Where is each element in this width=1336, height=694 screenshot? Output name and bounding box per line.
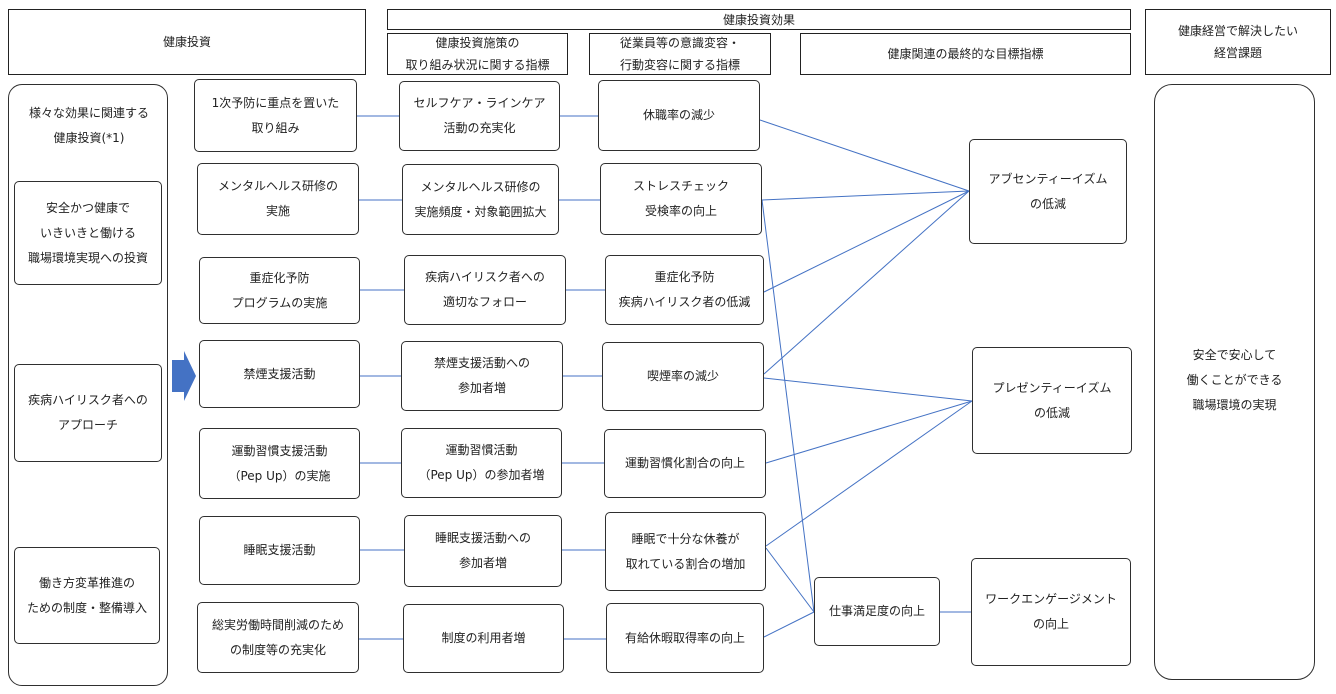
measure-box: 制度の利用者増 (403, 604, 564, 673)
initiative-label: 総実労働時間削減のため の制度等の充実化 (211, 617, 344, 657)
measure-label: 疾病ハイリスク者への 適切なフォロー (425, 270, 545, 309)
header-issues-text: 健康経営で解決したい 経営課題 (1177, 24, 1298, 60)
issue-box: 安全で安心して 働くことができる 職場環境の実現 (1154, 300, 1315, 460)
connector (765, 400, 973, 464)
investment-item: 安全かつ健康で いきいきと働ける 職場環境実現への投資 (14, 181, 162, 285)
connector (765, 400, 973, 547)
initiative-box: 睡眠支援活動 (199, 516, 360, 585)
goal-box: ワークエンゲージメント の向上 (971, 558, 1131, 666)
goal-box: プレゼンティーイズム の低減 (972, 347, 1132, 454)
behavior-box: 重症化予防 疾病ハイリスク者の低減 (605, 255, 764, 325)
issue-text: 安全で安心して 働くことができる 職場環境の実現 (1186, 347, 1283, 412)
behavior-label: 喫煙率の減少 (646, 369, 719, 383)
initiative-box: 重症化予防 プログラムの実施 (199, 257, 360, 324)
job-satisfaction-box: 仕事満足度の向上 (814, 577, 940, 646)
header-effect-text: 健康投資効果 (722, 12, 795, 27)
measure-box: 禁煙支援活動への 参加者増 (401, 341, 563, 411)
header-issues: 健康経営で解決したい 経営課題 (1145, 9, 1331, 75)
behavior-box: ストレスチェック 受検率の向上 (600, 163, 762, 235)
header-final-goal-text: 健康関連の最終的な目標指標 (887, 47, 1044, 61)
issue-column (1154, 84, 1315, 680)
connector (765, 547, 815, 613)
measure-box: 睡眠支援活動への 参加者増 (404, 515, 562, 587)
measure-label: セルフケア・ラインケア 活動の充実化 (413, 96, 546, 135)
measure-box: 運動習慣活動 （Pep Up）の参加者増 (401, 428, 562, 498)
header-measures: 健康投資施策の 取り組み状況に関する指標 (387, 33, 568, 75)
goal-label: アブセンティーイズム の低減 (988, 171, 1108, 211)
connector (759, 119, 970, 192)
investment-label: 安全かつ健康で いきいきと働ける 職場環境実現への投資 (27, 200, 148, 265)
job-satisfaction-label: 仕事満足度の向上 (828, 604, 925, 618)
initiative-label: 睡眠支援活動 (243, 543, 316, 557)
connectors (357, 115, 973, 640)
investment-label: 疾病ハイリスク者への アプローチ (28, 393, 148, 432)
measure-box: セルフケア・ラインケア 活動の充実化 (399, 81, 560, 151)
header-awareness: 従業員等の意識変容・ 行動変容に関する指標 (589, 33, 771, 75)
investment-item: 疾病ハイリスク者への アプローチ (14, 364, 162, 462)
measure-box: メンタルヘルス研修の 実施頻度・対象範囲拡大 (402, 164, 559, 235)
flow-arrow-icon (172, 351, 196, 401)
connector (763, 377, 973, 402)
goal-label: プレゼンティーイズム の低減 (992, 380, 1112, 420)
measure-label: 運動習慣活動 （Pep Up）の参加者増 (418, 443, 545, 482)
investment-item: 働き方変革推進の ための制度・整備導入 (14, 547, 160, 644)
behavior-label: ストレスチェック 受検率の向上 (632, 179, 729, 218)
initiative-box: 1次予防に重点を置いた 取り組み (194, 79, 357, 152)
goal-box: アブセンティーイズム の低減 (969, 139, 1127, 244)
investment-item: 様々な効果に関連する 健康投資(*1) (14, 90, 164, 162)
header-health-investment: 健康投資 (8, 9, 366, 75)
initiative-label: 重症化予防 プログラムの実施 (231, 270, 328, 310)
initiative-label: 運動習慣支援活動 （Pep Up）の実施 (228, 443, 331, 483)
behavior-box: 運動習慣化割合の向上 (604, 429, 766, 498)
connector (763, 611, 815, 638)
behavior-label: 運動習慣化割合の向上 (624, 456, 745, 470)
behavior-label: 重症化予防 疾病ハイリスク者の低減 (618, 270, 751, 309)
initiative-label: 1次予防に重点を置いた 取り組み (211, 95, 340, 135)
initiative-label: メンタルヘルス研修の 実施 (217, 179, 338, 218)
initiative-box: 総実労働時間削減のため の制度等の充実化 (197, 602, 359, 673)
behavior-box: 睡眠で十分な休養が 取れている割合の増加 (605, 512, 766, 591)
behavior-label: 休職率の減少 (642, 108, 715, 122)
initiative-box: メンタルヘルス研修の 実施 (197, 163, 359, 235)
behavior-box: 休職率の減少 (598, 80, 760, 151)
behavior-label: 睡眠で十分な休養が 取れている割合の増加 (625, 531, 746, 571)
investment-label: 様々な効果に関連する 健康投資(*1) (28, 106, 149, 145)
measure-label: 制度の利用者増 (441, 631, 526, 645)
initiative-box: 運動習慣支援活動 （Pep Up）の実施 (199, 428, 360, 499)
connector (763, 190, 970, 293)
initiative-label: 禁煙支援活動 (243, 366, 316, 381)
behavior-box: 有給休暇取得率の向上 (606, 603, 764, 673)
measure-label: メンタルヘルス研修の 実施頻度・対象範囲拡大 (414, 179, 547, 219)
measure-label: 睡眠支援活動への 参加者増 (434, 531, 531, 570)
measure-box: 疾病ハイリスク者への 適切なフォロー (404, 255, 566, 325)
investment-label: 働き方変革推進の ための制度・整備導入 (26, 575, 147, 615)
behavior-label: 有給休暇取得率の向上 (624, 630, 745, 645)
connector (761, 190, 970, 201)
header-final-goal: 健康関連の最終的な目標指標 (800, 33, 1131, 75)
measure-label: 禁煙支援活動への 参加者増 (433, 356, 530, 395)
initiative-box: 禁煙支援活動 (199, 340, 360, 408)
connector (763, 190, 970, 375)
behavior-box: 喫煙率の減少 (602, 342, 764, 411)
header-health-investment-text: 健康投資 (162, 35, 211, 49)
goal-label: ワークエンゲージメント の向上 (985, 592, 1117, 631)
header-awareness-text: 従業員等の意識変容・ 行動変容に関する指標 (619, 36, 740, 72)
header-measures-text: 健康投資施策の 取り組み状況に関する指標 (405, 36, 550, 72)
header-effect: 健康投資効果 (387, 9, 1131, 30)
connector (761, 199, 815, 613)
